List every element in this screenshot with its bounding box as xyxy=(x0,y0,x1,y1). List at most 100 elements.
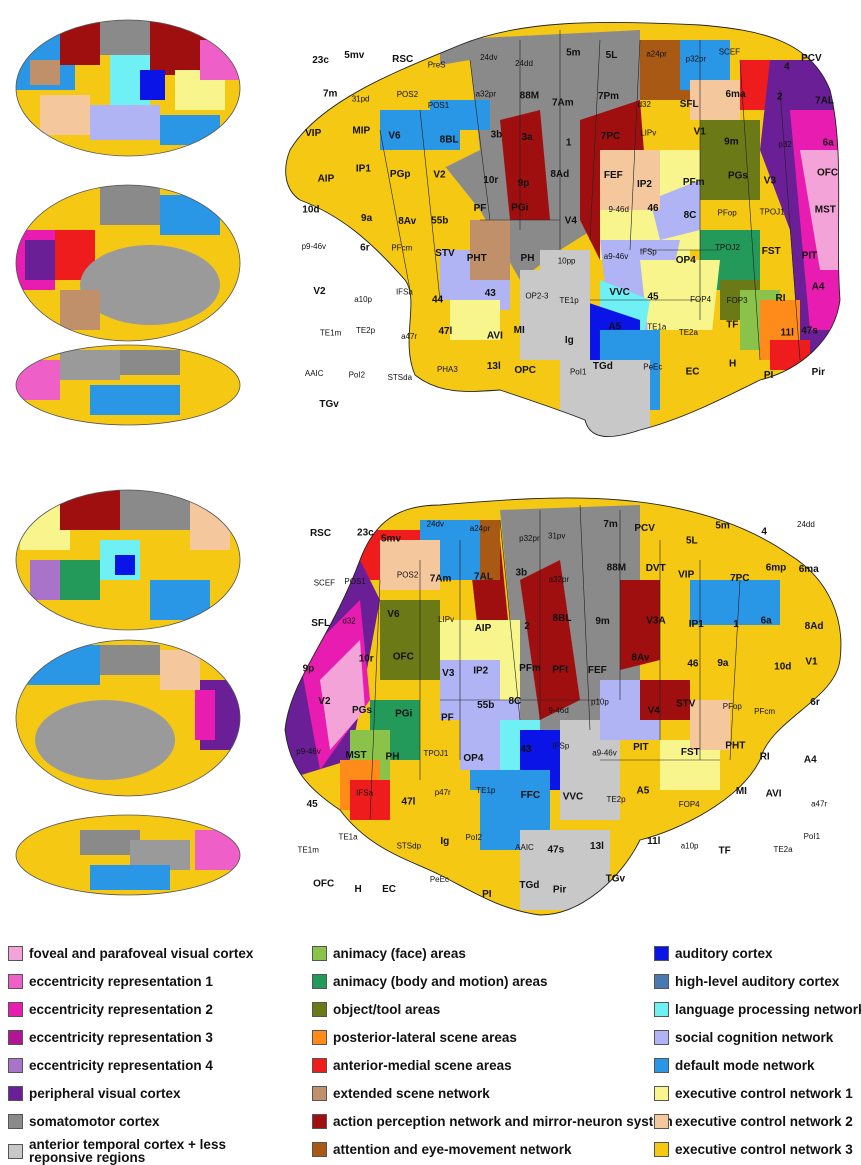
region-label: PH xyxy=(521,253,535,264)
region-label: FOP4 xyxy=(690,295,711,304)
region-label: TE1m xyxy=(320,329,342,338)
region-label: a10p xyxy=(354,295,372,304)
region-label: VVC xyxy=(563,792,584,803)
region-label: Pir xyxy=(812,367,825,378)
region-label: POS1 xyxy=(344,577,366,586)
region-label: PH xyxy=(386,752,400,763)
region-label: 3a xyxy=(522,132,534,143)
region-label: MI xyxy=(514,325,525,336)
region-label: IP2 xyxy=(473,665,488,676)
region-label: 6r xyxy=(810,697,820,708)
region-label: Pir xyxy=(553,884,566,895)
region-label: TE2a xyxy=(773,845,793,854)
legend-label: high-level auditory cortex xyxy=(675,975,839,988)
brain-medial-view-2 xyxy=(10,635,250,805)
region-label: IFSa xyxy=(356,788,373,797)
legend-label: peripheral visual cortex xyxy=(29,1087,181,1100)
legend-item: eccentricity representation 2 xyxy=(8,1000,213,1018)
region-label: 8Ad xyxy=(550,169,569,180)
region-label: 6a xyxy=(761,615,773,626)
region-label: PoI1 xyxy=(570,368,587,377)
region-label: 7Am xyxy=(430,573,452,584)
region-label: a32pr xyxy=(476,89,497,98)
region-label: PFt xyxy=(552,664,569,675)
region-label: a9-46v xyxy=(592,748,616,757)
region-label: 47l xyxy=(438,326,452,337)
legend-label: extended scene network xyxy=(333,1087,490,1100)
legend-label: eccentricity representation 4 xyxy=(29,1059,213,1072)
brain-ventral-view-1 xyxy=(10,340,250,430)
region-label: V1 xyxy=(805,656,818,667)
region-label: 3b xyxy=(515,568,527,579)
region-label: 8C xyxy=(509,696,522,707)
brain-lateral-view-2 xyxy=(10,480,250,640)
legend-swatch xyxy=(8,1114,23,1129)
region-label: 7PC xyxy=(730,573,749,584)
legend-swatch xyxy=(654,974,669,989)
region-label: 46 xyxy=(647,203,659,214)
region-label: POS2 xyxy=(397,90,419,99)
legend-swatch xyxy=(654,1086,669,1101)
region-label: MST xyxy=(815,204,836,215)
region-label: TF xyxy=(718,846,730,857)
legend-label: eccentricity representation 3 xyxy=(29,1031,213,1044)
region-label: OP4 xyxy=(676,255,696,266)
region-label: PGs xyxy=(352,705,372,716)
region-label: p10p xyxy=(591,698,609,707)
region-label: 55b xyxy=(431,215,448,226)
region-label: d32 xyxy=(638,100,652,109)
region-label: 6ma xyxy=(799,564,819,575)
legend-label: object/tool areas xyxy=(333,1003,440,1016)
region-label: VIP xyxy=(678,569,694,580)
legend-item: animacy (body and motion) areas xyxy=(312,972,548,990)
region-label: 11l xyxy=(647,836,661,847)
legend-swatch xyxy=(654,946,669,961)
region-label: 5m xyxy=(566,48,581,59)
region-label: PFcm xyxy=(391,244,412,253)
region-label: SCEF xyxy=(314,579,335,588)
legend-item: animacy (face) areas xyxy=(312,944,466,962)
region-label: a47r xyxy=(811,800,827,809)
region-label: 9p xyxy=(518,178,530,189)
legend-swatch xyxy=(8,946,23,961)
region-label: 2 xyxy=(777,92,783,103)
region-label: 24dd xyxy=(797,520,815,529)
region-label: SCEF xyxy=(719,48,740,57)
region-label: 5m xyxy=(715,521,730,532)
region-label: V2 xyxy=(313,286,326,297)
region-label: 8Ad xyxy=(805,621,824,632)
region-label: 45 xyxy=(307,799,319,810)
legend-swatch xyxy=(312,1142,327,1157)
region-label: V4 xyxy=(565,215,578,226)
region-label: PIT xyxy=(633,742,649,753)
region-label: TPOJ1 xyxy=(423,749,448,758)
legend-swatch xyxy=(654,1114,669,1129)
region-label: 7Am xyxy=(552,97,574,108)
region-label: VIP xyxy=(305,128,321,139)
region-label: V2 xyxy=(318,696,331,707)
region-label: PCV xyxy=(634,523,655,534)
region-label: 6ma xyxy=(725,89,745,100)
legend-label: language processing network xyxy=(675,1003,861,1016)
region-label: PFm xyxy=(683,177,705,188)
region-label: OFC xyxy=(393,651,414,662)
region-label: POS1 xyxy=(428,101,450,110)
legend-swatch xyxy=(312,1058,327,1073)
brain-medial-view-1 xyxy=(10,180,250,350)
region-label: 88M xyxy=(607,563,626,574)
region-label: POS2 xyxy=(397,570,419,579)
region-label: V1 xyxy=(694,126,707,137)
region-label: AIP xyxy=(318,173,335,184)
legend-item: executive control network 3 xyxy=(654,1140,853,1158)
region-label: PFop xyxy=(723,702,743,711)
region-label: PF xyxy=(474,203,487,214)
region-label: PGp xyxy=(390,169,411,180)
legend-label: social cognition network xyxy=(675,1031,833,1044)
region-label: 24dv xyxy=(427,519,444,528)
region-label: PeEc xyxy=(430,875,449,884)
region-label: d32 xyxy=(342,617,356,626)
region-label: PGi xyxy=(395,709,412,720)
region-label: 7AL xyxy=(815,96,834,107)
legend-swatch xyxy=(654,1142,669,1157)
region-label: 11l xyxy=(781,327,795,338)
